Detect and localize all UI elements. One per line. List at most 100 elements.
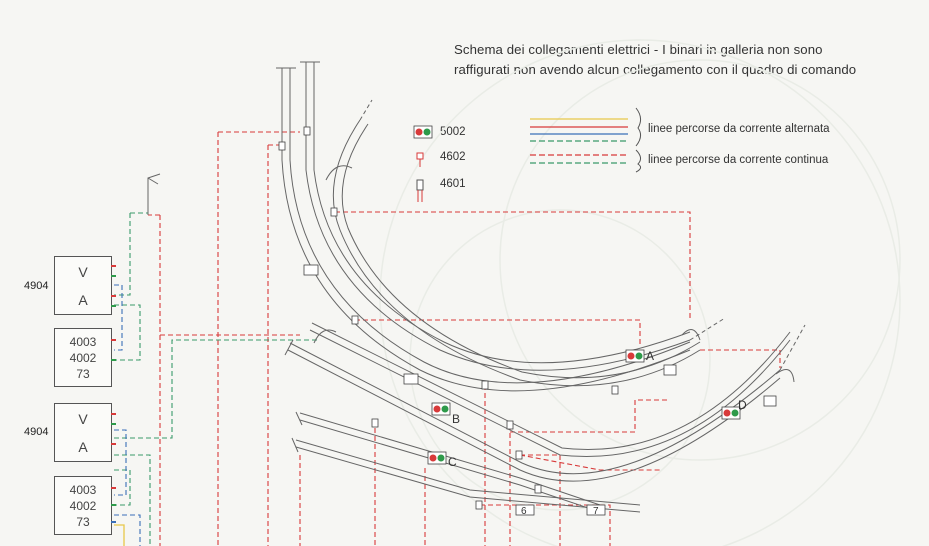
sub-unit-1-l1: 4003 bbox=[69, 334, 97, 349]
switch-arrow-4 bbox=[775, 369, 795, 383]
track-diag-3-b bbox=[299, 419, 601, 513]
relay-14 bbox=[663, 364, 677, 376]
control-unit-1-top: V bbox=[78, 263, 88, 280]
legend-brace-dc bbox=[635, 149, 642, 173]
track-diag-3-a bbox=[299, 412, 601, 506]
background-circles bbox=[379, 39, 901, 546]
wire-blue-2 bbox=[114, 429, 127, 496]
track-curve-2-b bbox=[313, 62, 691, 364]
wire-green-4 bbox=[114, 339, 320, 439]
signal-label-d: D bbox=[738, 398, 747, 412]
layout-labels: A B C D 6 7 bbox=[448, 349, 747, 517]
uncoupler-6-box bbox=[515, 504, 535, 516]
switch-arrow-2 bbox=[313, 329, 337, 344]
legend-symbols bbox=[413, 125, 433, 202]
wire-green-3 bbox=[114, 304, 141, 361]
control-unit-1: V A bbox=[54, 256, 112, 315]
track-diag-1-b bbox=[289, 342, 781, 475]
track-curve-1-b bbox=[289, 68, 691, 384]
wiring-lines bbox=[114, 131, 781, 546]
diagram-title: Schema dei collegamenti elettrici - I bi… bbox=[454, 40, 856, 80]
relay-10 bbox=[611, 385, 619, 395]
legend-brace-ac bbox=[635, 107, 642, 147]
wire-yellow-1 bbox=[114, 524, 125, 546]
control-unit-2-id: 4904 bbox=[24, 426, 49, 438]
sub-unit-1-l3: 73 bbox=[76, 366, 90, 381]
track-curve-2-a bbox=[305, 62, 691, 371]
relay-13 bbox=[403, 373, 419, 385]
wire-red-lower-6 bbox=[520, 454, 561, 546]
uncoupler-label-6: 6 bbox=[521, 506, 527, 517]
legend-ac-label: linee percorse da corrente alternata bbox=[648, 123, 830, 135]
switch-arrow-3 bbox=[681, 329, 701, 341]
wire-green-6 bbox=[114, 469, 131, 506]
control-unit-2-bottom: A bbox=[78, 438, 88, 455]
relay-11 bbox=[534, 484, 542, 494]
relay-4 bbox=[351, 315, 359, 325]
buffer-stop-5 bbox=[291, 437, 299, 453]
track-curve-3-a bbox=[332, 119, 701, 387]
wire-red-signal-a bbox=[355, 319, 641, 345]
wire-green-5 bbox=[114, 454, 151, 546]
relay-2 bbox=[303, 126, 311, 136]
track-end-3 bbox=[359, 99, 373, 121]
wire-red-to-d bbox=[510, 399, 670, 433]
switch-arrow-1 bbox=[325, 165, 353, 181]
signal-lights bbox=[427, 349, 741, 465]
relay-6 bbox=[506, 420, 514, 430]
wire-green-1 bbox=[114, 213, 131, 296]
wire-red-right-loop bbox=[335, 211, 691, 320]
sub-unit-2-l1: 4003 bbox=[69, 482, 97, 497]
semaphore-icon bbox=[147, 173, 161, 215]
legend-code-4602: 4602 bbox=[440, 151, 466, 163]
track-end-2 bbox=[779, 324, 806, 371]
track-diag-4-b bbox=[295, 446, 641, 513]
signal-label-a: A bbox=[646, 349, 654, 363]
sub-unit-1: 4003 4002 73 bbox=[54, 328, 112, 387]
buffer-stop-3 bbox=[284, 339, 294, 356]
relay-12 bbox=[303, 264, 319, 276]
box-terminals bbox=[111, 265, 116, 523]
title-line-1: Schema dei collegamenti elettrici - I bi… bbox=[454, 42, 823, 57]
sub-unit-2-l2: 4002 bbox=[69, 498, 97, 513]
control-unit-1-id: 4904 bbox=[24, 280, 49, 292]
signal-b bbox=[431, 402, 451, 416]
relay-5 bbox=[481, 380, 489, 390]
wire-red-diag bbox=[519, 454, 660, 471]
sub-unit-1-l2: 4002 bbox=[69, 350, 97, 365]
track-diag-1-a bbox=[287, 349, 781, 482]
relay-1 bbox=[278, 141, 286, 151]
relay-9 bbox=[475, 500, 483, 510]
signal-label-b: B bbox=[452, 412, 460, 426]
uncoupler-7-box bbox=[586, 504, 606, 516]
wire-blue-1 bbox=[114, 284, 123, 351]
track-curve-1-a bbox=[281, 68, 691, 392]
signal-label-c: C bbox=[448, 455, 457, 469]
relay-3 bbox=[330, 207, 338, 217]
signal-c bbox=[427, 451, 447, 465]
track-diag-2-a bbox=[309, 329, 791, 458]
track-diag-4-a bbox=[295, 439, 641, 506]
sub-unit-2-l3: 73 bbox=[76, 514, 90, 529]
legend-dc-label: linee percorse da corrente continua bbox=[648, 154, 829, 166]
wire-red-right-end bbox=[700, 349, 781, 368]
relay-15 bbox=[763, 395, 777, 407]
relay-7 bbox=[371, 418, 379, 428]
signal-d bbox=[721, 406, 741, 420]
legend-lines bbox=[530, 107, 642, 173]
relay-8 bbox=[515, 450, 523, 460]
wire-blue-3 bbox=[114, 514, 141, 546]
track-curve-3-b bbox=[341, 123, 701, 379]
relay-boxes bbox=[278, 126, 777, 516]
legend-symbol-4601 bbox=[416, 179, 424, 202]
buffer-stop-4 bbox=[295, 411, 303, 426]
control-unit-2: V A bbox=[54, 403, 112, 462]
legend-symbol-4602 bbox=[416, 152, 424, 167]
legend-symbol-5002 bbox=[413, 125, 433, 139]
track-diag-2-b bbox=[311, 322, 791, 451]
control-unit-1-bottom: A bbox=[78, 291, 88, 308]
title-line-2: raffigurati non avendo alcun collegament… bbox=[454, 62, 857, 77]
track-layout bbox=[147, 61, 806, 513]
legend-code-5002: 5002 bbox=[440, 126, 466, 138]
